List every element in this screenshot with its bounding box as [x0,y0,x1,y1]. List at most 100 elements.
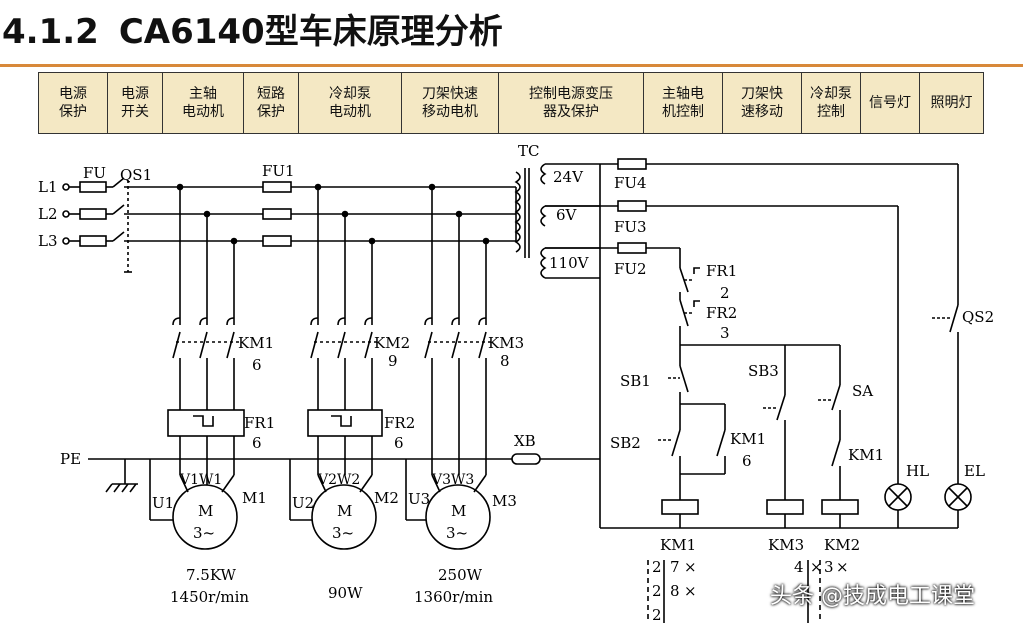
label-sb3: SB3 [748,362,779,380]
contact-x3: × [810,558,823,576]
motor1-m: M [198,502,213,520]
header-cell-control-transformer: 控制电源变压 器及保护 [529,86,613,120]
label-km1-contact-num: 6 [742,452,752,470]
label-l1: L1 [38,178,58,196]
label-sb2: SB2 [610,434,641,452]
label-fr2: FR2 [384,414,415,432]
label-110v: 110V [549,254,590,272]
label-fr1: FR1 [244,414,275,432]
control-circuit [600,164,972,623]
label-fr1-num: 6 [252,434,262,452]
supply-lines [62,177,516,273]
label-km1: KM1 [238,334,274,352]
label-km1-sa: KM1 [848,446,884,464]
label-m1-tag: M1 [242,489,267,507]
contact-num-2a: 2 [652,558,662,576]
section-number: 4.1.2 [2,12,99,52]
header-cell-lighting-lamp: 照明灯 [930,95,973,111]
label-km1-contact: KM1 [730,430,766,448]
label-tc: TC [518,142,539,160]
label-fu1: FU1 [262,162,295,180]
label-qs1: QS1 [120,166,152,184]
control-fuses [545,158,958,254]
contact-num-4: 4 [794,558,804,576]
contact-x4: × [836,558,849,576]
label-fr1-contact: FR1 [706,262,737,280]
motor3-speed: 1360r/min [414,588,493,606]
motor3-m: M [451,502,466,520]
label-u2: U2 [292,494,314,512]
contact-num-7: 7 [670,558,680,576]
contact-num-3: 3 [824,558,834,576]
motor1-speed: 1450r/min [170,588,249,606]
label-fu: FU [83,164,106,182]
label-sa: SA [852,382,873,400]
label-pe: PE [60,450,81,468]
label-v2w2: V2W2 [317,472,360,488]
motor3-phase: 3~ [446,524,468,542]
motor2-circuit [289,183,383,550]
header-cell-rapid-motor: 刀架快速 移动电机 [422,86,478,120]
label-hl: HL [906,462,929,480]
motor3-power: 250W [438,566,483,584]
contact-num-2c: 2 [652,606,662,623]
header-cell-signal-lamp: 信号灯 [869,95,911,111]
pe-line [88,453,600,493]
label-fr2-contact-num: 3 [720,324,730,342]
label-v3w3: V3W3 [431,472,474,488]
label-fu3: FU3 [614,218,647,236]
label-fr1-contact-num: 2 [720,284,730,302]
label-u3: U3 [408,490,430,508]
label-24v: 24V [553,168,584,186]
motor1-circuit [149,183,245,550]
label-l2: L2 [38,205,58,223]
contact-x1: × [684,558,697,576]
motor1-phase: 3~ [193,524,215,542]
motor3-circuit [405,183,492,550]
label-el: EL [964,462,985,480]
label-fu2: FU2 [614,260,647,278]
label-m3-tag: M3 [492,492,517,510]
header-cell-power-switch: 电源 开关 [121,86,149,120]
contact-num-8: 8 [670,582,680,600]
header-cell-power-protection: 电源 保护 [59,86,87,120]
coil-km3-label: KM3 [768,536,804,554]
contact-num-2b: 2 [652,582,662,600]
label-km3: KM3 [488,334,524,352]
coil-km2-label: KM2 [824,536,860,554]
label-xb: XB [514,432,536,450]
motor2-phase: 3~ [332,524,354,542]
label-km2: KM2 [374,334,410,352]
label-km3-num: 8 [500,352,510,370]
function-header-table: 电源 保护 电源 开关 主轴 电动机 短路 保护 冷却泵 电动机 刀架快速 移动… [38,72,984,134]
label-km1-num: 6 [252,356,262,374]
label-v1w1: V1W1 [179,472,222,488]
label-m2-tag: M2 [374,489,399,507]
label-6v: 6V [556,206,578,224]
page-title: 4.1.2 CA6140型车床原理分析 [2,4,503,53]
header-cell-rapid-control: 刀架快 速移动 [741,86,783,120]
label-fr2-contact: FR2 [706,304,737,322]
header-cell-short-circuit: 短路 保护 [257,86,285,120]
diagram-labels: FU QS1 L1 L2 L3 FU1 TC 24V 6V 110V FU4 F… [38,142,994,623]
watermark: 头条 @技成电工课堂 [770,584,975,609]
label-sb1: SB1 [620,372,651,390]
label-km2-num: 9 [388,352,398,370]
title-underline [0,64,1023,67]
coil-km1-label: KM1 [660,536,696,554]
header-cell-spindle-motor: 主轴 电动机 [182,86,224,120]
motor2-power: 90W [328,584,363,602]
contact-x2: × [684,582,697,600]
label-fu4: FU4 [614,174,647,192]
label-u1: U1 [152,494,174,512]
label-fr2-num: 6 [394,434,404,452]
motor2-m: M [337,502,352,520]
motor1-power: 7.5KW [186,566,237,584]
header-cell-spindle-control: 主轴电 机控制 [662,86,704,120]
header-cell-coolant-control: 冷却泵 控制 [810,86,852,120]
header-cell-coolant-motor: 冷却泵 电动机 [329,86,371,120]
label-qs2: QS2 [962,308,994,326]
label-l3: L3 [38,232,58,250]
section-title: CA6140型车床原理分析 [118,12,503,52]
